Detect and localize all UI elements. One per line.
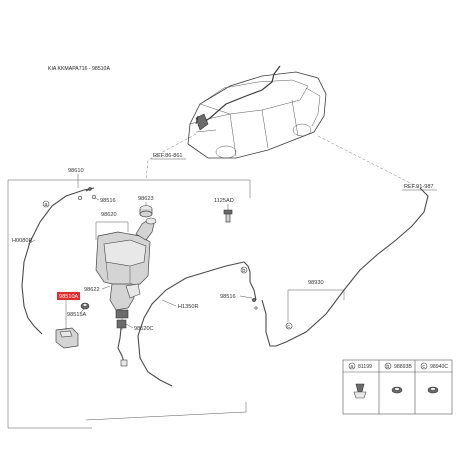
clip-98893b-icon bbox=[391, 386, 403, 394]
diagram-frame bbox=[7, 133, 421, 429]
legend-c-code: 98940C bbox=[430, 364, 448, 370]
hose-98930: c bbox=[261, 187, 429, 347]
leader-98516-right bbox=[239, 295, 253, 299]
ref-91-987-label: REF.91-987 bbox=[404, 184, 434, 190]
diagram-title: KIA KKMAPA716 - 98510A bbox=[48, 66, 110, 72]
legend-b-code: 98893B bbox=[394, 364, 412, 370]
hose-h1350r: b bbox=[137, 261, 258, 387]
bracket-98930 bbox=[287, 289, 345, 322]
label-98623: 98623 bbox=[138, 196, 154, 202]
callout-b: b bbox=[242, 268, 245, 274]
label-98510a[interactable]: 98510A bbox=[59, 294, 79, 300]
ref-86-861-label: REF.86-861 bbox=[153, 153, 183, 159]
clip-81199-icon bbox=[353, 383, 367, 399]
label-h1350r: H1350R bbox=[178, 304, 199, 310]
callout-b-circle bbox=[240, 266, 248, 274]
grommet-98515a bbox=[80, 302, 90, 310]
leader-h1350r bbox=[161, 299, 177, 307]
label-98515a: 98515A bbox=[67, 312, 87, 318]
legend-c-letter: c bbox=[422, 364, 425, 370]
label-98622: 98622 bbox=[84, 287, 100, 293]
legend-a-letter: a bbox=[350, 364, 353, 370]
label-98516-right: 98516 bbox=[220, 294, 236, 300]
callout-a-left: a bbox=[44, 202, 48, 208]
label-98610: 98610 bbox=[68, 168, 84, 174]
leader-98516-top bbox=[94, 197, 100, 201]
legend-table: a 81199 b 98893B c 98940C bbox=[342, 359, 453, 415]
sensor-98520c bbox=[116, 319, 128, 367]
callout-c-circle bbox=[285, 322, 293, 330]
label-98930: 98930 bbox=[308, 280, 324, 286]
legend-b-letter: b bbox=[386, 364, 389, 370]
washer-reservoir bbox=[95, 205, 157, 330]
connector-98516-top bbox=[91, 194, 97, 200]
label-1125ad: 1125AD bbox=[214, 198, 234, 204]
clip-98940c-icon bbox=[427, 386, 439, 394]
label-98520c: 98520C bbox=[134, 326, 154, 332]
leader-98515a bbox=[80, 308, 85, 313]
hose-h0080r: a bbox=[21, 187, 95, 335]
washer-motor-98510a bbox=[55, 320, 79, 349]
leader-98520c bbox=[125, 323, 134, 329]
car-illustration bbox=[187, 65, 327, 159]
label-h0080r: H0080R bbox=[12, 238, 33, 244]
callout-c: c bbox=[287, 324, 290, 330]
label-98516-top: 98516 bbox=[100, 198, 116, 204]
bolt-1125ad bbox=[223, 209, 233, 223]
bracket-98620 bbox=[95, 221, 129, 240]
label-98620: 98620 bbox=[101, 212, 117, 218]
leader-h0080r bbox=[27, 239, 36, 245]
callout-a-circle bbox=[42, 200, 50, 208]
leader-98622 bbox=[101, 285, 111, 290]
highlight-98510a bbox=[57, 292, 80, 300]
legend-a-code: 81199 bbox=[358, 364, 372, 370]
